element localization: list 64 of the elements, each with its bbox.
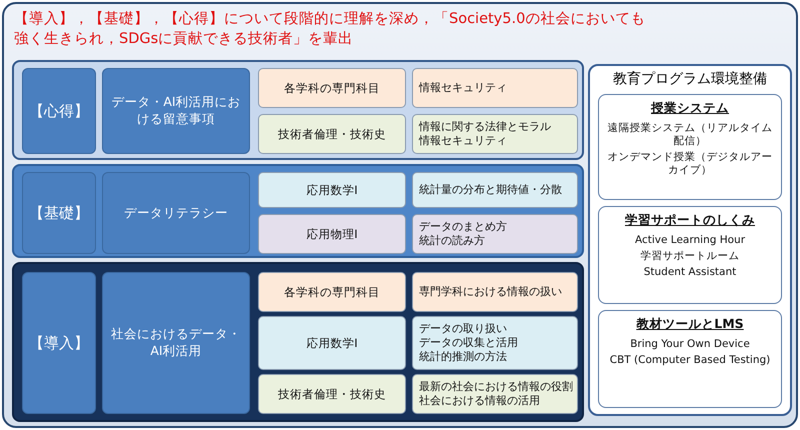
topic-text: データリテラシー xyxy=(124,204,228,222)
tier-label-box xyxy=(22,68,96,154)
item-text: 学習サポートルーム xyxy=(640,250,740,263)
cell-text: 統計的推測の方法 xyxy=(419,350,507,364)
section-heading: 教材ツールとLMS xyxy=(636,316,744,332)
subject-cell xyxy=(258,214,406,254)
cell-text: 情報セキュリティ xyxy=(419,134,507,148)
panel-title: 教育プログラム環境整備 xyxy=(613,70,767,88)
section-heading: 学習サポートのしくみ xyxy=(625,212,755,228)
subject-cell xyxy=(258,172,406,208)
cell-text: データの収集と活用 xyxy=(419,336,518,350)
support-box xyxy=(598,94,782,200)
cell-text: 社会における情報の活用 xyxy=(419,394,540,408)
title: 【導入】，【基礎】，【心得】について段階的に理解を深め，「Society5.0の社会においても強く生きられ，SDGsに貢献できる技術者」を輩出 xyxy=(14,10,646,49)
tier-band xyxy=(12,262,584,422)
content-cell xyxy=(412,68,578,108)
cell-text: 応用数学Ⅰ xyxy=(306,182,358,198)
cell-text: データのまとめ方 xyxy=(419,220,507,234)
cell-text: 情報セキュリティ xyxy=(419,81,507,95)
tier-label-box xyxy=(22,272,96,414)
subject-cell xyxy=(258,272,406,312)
cell-text: 技術者倫理・技術史 xyxy=(278,386,386,402)
item-text: オンデマンド授業（デジタルアーカイブ） xyxy=(606,151,774,177)
content-cell xyxy=(412,172,578,208)
cell-text: 最新の社会における情報の役割 xyxy=(419,380,573,394)
cell-text: 情報に関する法律とモラル xyxy=(419,120,551,134)
cell-text: 統計の読み方 xyxy=(419,234,485,248)
topic-text: データ・AI利活用における留意事項 xyxy=(110,94,242,128)
content-cell xyxy=(412,374,578,414)
cell-text: 各学科の専門科目 xyxy=(284,284,380,300)
item-text: Student Assistant xyxy=(644,266,736,279)
cell-text: データの取り扱い xyxy=(419,322,507,336)
support-box xyxy=(598,310,782,408)
content-cell xyxy=(412,214,578,254)
cell-text: 応用物理Ⅰ xyxy=(306,226,358,242)
content-cell xyxy=(412,272,578,312)
subject-cell xyxy=(258,374,406,414)
item-text: Bring Your Own Device xyxy=(630,338,750,351)
content-cell xyxy=(412,316,578,370)
cell-text: 専門学科における情報の扱い xyxy=(419,285,562,299)
topic-box xyxy=(102,68,250,154)
item-text: Active Learning Hour xyxy=(634,234,746,247)
subject-cell xyxy=(258,114,406,154)
cell-text: 統計量の分布と期待値・分散 xyxy=(419,183,562,197)
environment-panel xyxy=(588,64,792,416)
tier-band xyxy=(12,164,584,258)
topic-box xyxy=(102,172,250,254)
tier-label: 【導入】 xyxy=(29,334,89,352)
tier-label: 【基礎】 xyxy=(29,204,89,222)
section-heading: 授業システム xyxy=(651,100,729,116)
item-text: CBT (Computer Based Testing) xyxy=(610,354,770,367)
topic-text: 社会におけるデータ・AI利活用 xyxy=(110,326,242,360)
subject-cell xyxy=(258,68,406,108)
content-cell xyxy=(412,114,578,154)
cell-text: 応用数学Ⅰ xyxy=(306,336,358,350)
cell-text: 各学科の専門科目 xyxy=(284,80,380,96)
tier-label-box xyxy=(22,172,96,254)
support-box xyxy=(598,206,782,304)
tier-band xyxy=(12,60,584,160)
subject-cell xyxy=(258,316,406,370)
tier-label: 【心得】 xyxy=(29,102,89,120)
cell-text: 技術者倫理・技術史 xyxy=(278,126,386,142)
topic-box xyxy=(102,272,250,414)
item-text: 遠隔授業システム（リアルタイム配信） xyxy=(606,122,774,148)
